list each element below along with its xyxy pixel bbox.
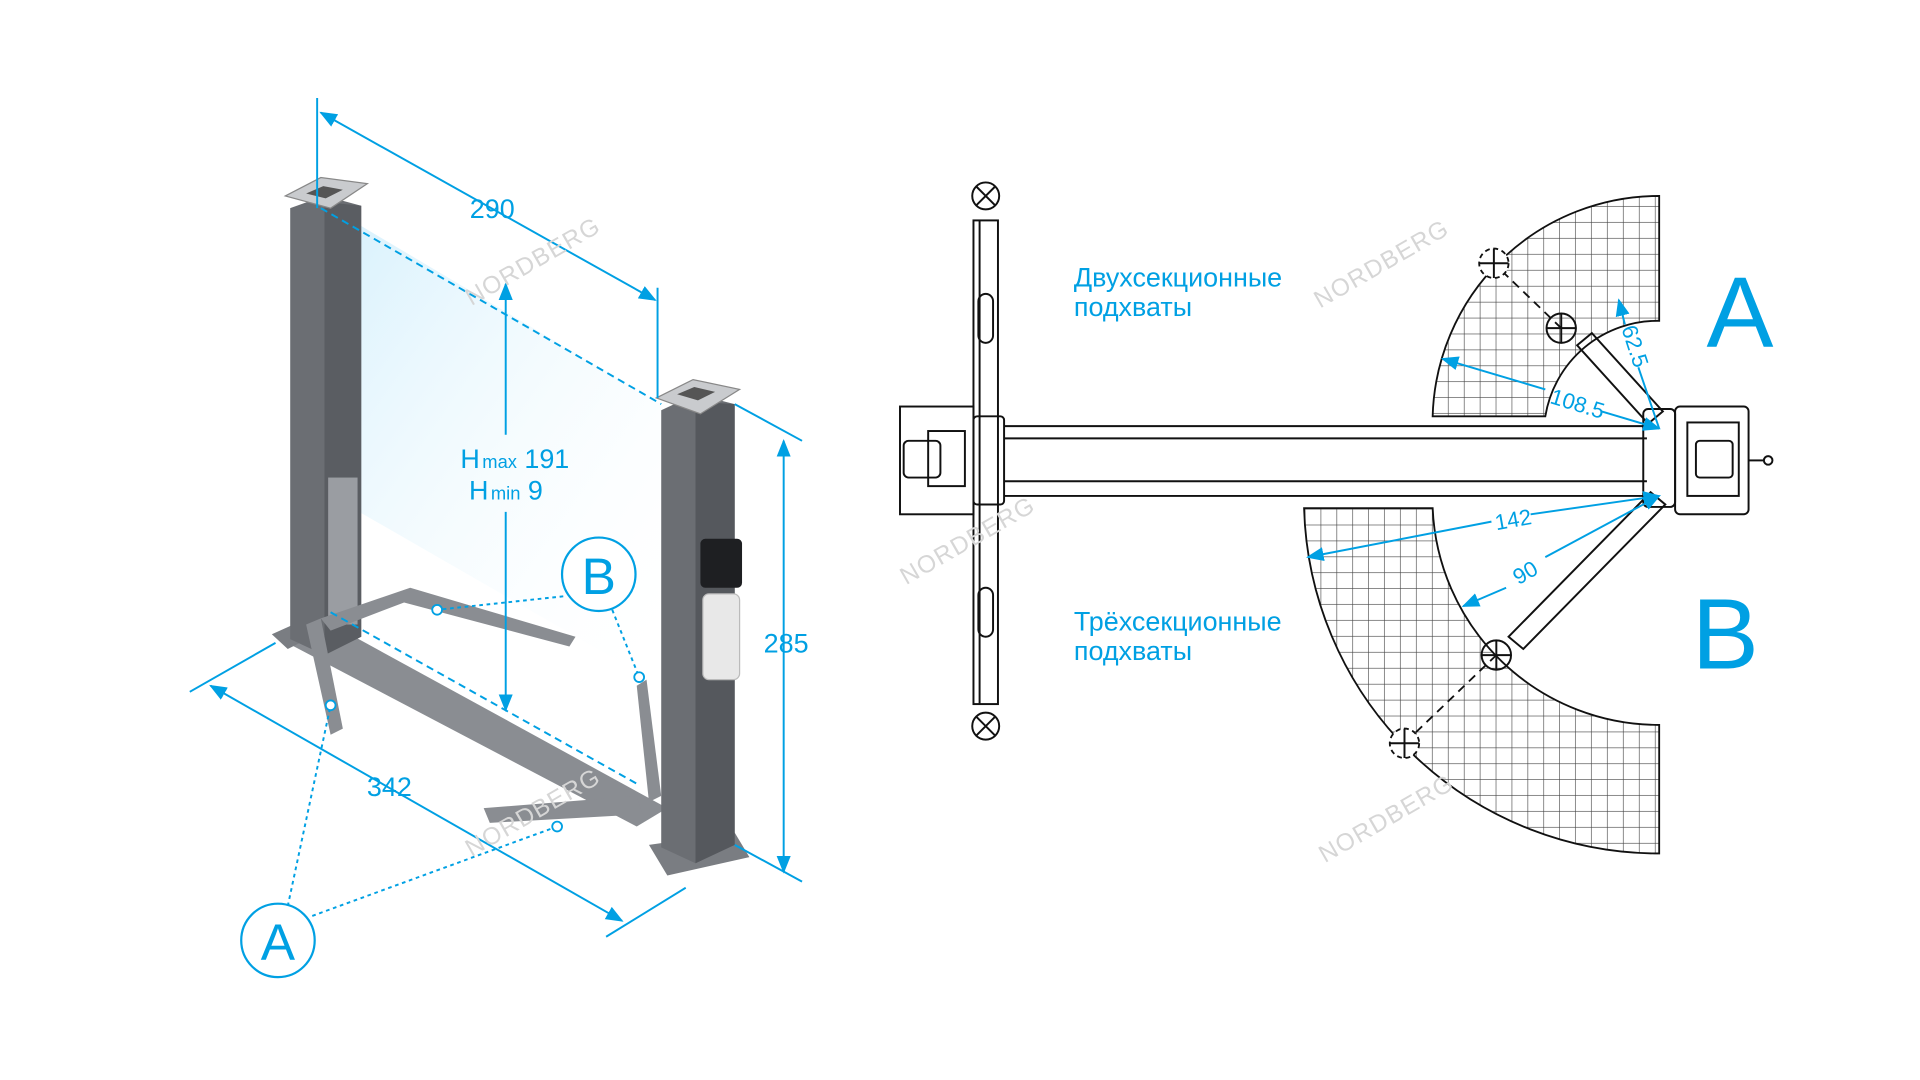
dim-a-max-label: 108.5 [1548,384,1608,424]
dim-b-min-label: 90 [1508,556,1542,590]
pad-circle-icon [971,711,1001,741]
reach-zone-b [1303,507,1661,855]
two-section-label: Двухсекционные [1074,263,1282,293]
callout-b-label: B [582,547,616,605]
lift-top-view: 62.5 108.5 142 90 Двухсекционные подхват… [896,181,1774,868]
watermark: NORDBERG [461,212,605,311]
oil-tank [702,593,741,681]
dim-height-label: 285 [764,629,809,659]
arm-a [1478,247,1665,426]
right-post [654,378,743,864]
callout-b: B [431,536,645,683]
watermark: NORDBERG [1310,215,1454,314]
floor-beam-top [1004,425,1647,497]
dim-b-max-label: 142 [1493,504,1534,535]
three-section-label: Трёхсекционные [1074,607,1282,637]
dim-a-min-label: 62.5 [1616,322,1653,371]
marker-b: B [1692,579,1759,691]
callout-a-label: A [261,913,296,971]
reach-zone-a [1431,194,1661,418]
left-post [283,176,370,656]
dim-width-label: 290 [470,194,515,224]
arm-b [1388,490,1667,759]
dim-length-label: 342 [367,772,412,802]
two-section-label-2: подхваты [1074,292,1192,322]
callout-a: A [240,699,563,979]
dimension-b-max: 142 [1306,491,1661,562]
three-section-label-2: подхваты [1074,636,1192,666]
dimension-height: 285 [734,403,809,883]
watermark: NORDBERG [1314,769,1458,868]
hydraulic-motor [700,538,743,588]
marker-a: A [1707,257,1774,369]
dimension-length: 342 [189,642,687,938]
watermark: NORDBERG [896,492,1040,591]
dimension-width: 290 [316,97,659,398]
pad-circle-icon [971,181,1001,211]
